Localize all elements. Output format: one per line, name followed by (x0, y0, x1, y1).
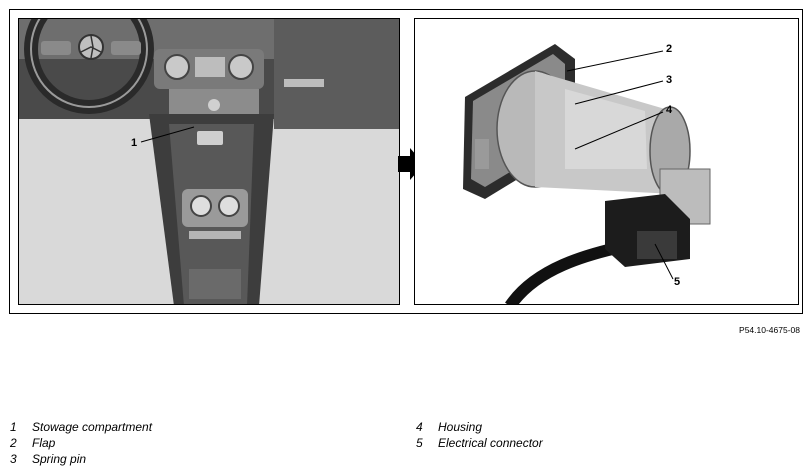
callout-1: 1 (131, 137, 138, 149)
legend-number: 3 (10, 452, 17, 466)
legend-item: 3 Spring pin (10, 451, 152, 467)
socket-detail-illustration: 2 3 4 5 (414, 18, 799, 305)
legend-number: 1 (10, 420, 17, 434)
callout-4: 4 (666, 104, 673, 116)
socket-drawing (463, 44, 711, 304)
callout-5: 5 (674, 276, 681, 288)
legend-item: 5 Electrical connector (416, 435, 543, 451)
figure-frame: 1 2 3 (9, 9, 803, 314)
legend-label: Housing (438, 420, 483, 434)
cockpit-illustration: 1 (18, 18, 400, 305)
legend-item: 2 Flap (10, 435, 152, 451)
legend-number: 2 (10, 436, 17, 450)
legend-label: Electrical connector (438, 436, 543, 450)
legend-number: 5 (416, 436, 423, 450)
cockpit-drawing (19, 19, 399, 304)
legend-number: 4 (416, 420, 423, 434)
legend-label: Flap (32, 436, 56, 450)
legend-right: 4 Housing 5 Electrical connector (416, 419, 543, 451)
legend-label: Spring pin (32, 452, 87, 466)
figure-code: P54.10-4675-08 (739, 325, 800, 335)
callout-2: 2 (666, 43, 673, 55)
legend-item: 4 Housing (416, 419, 543, 435)
legend-left: 1 Stowage compartment 2 Flap 3 Spring pin (10, 419, 152, 467)
legend-label: Stowage compartment (32, 420, 153, 434)
legend-item: 1 Stowage compartment (10, 419, 152, 435)
arrow-right-icon (398, 148, 424, 180)
callout-3: 3 (666, 74, 673, 86)
